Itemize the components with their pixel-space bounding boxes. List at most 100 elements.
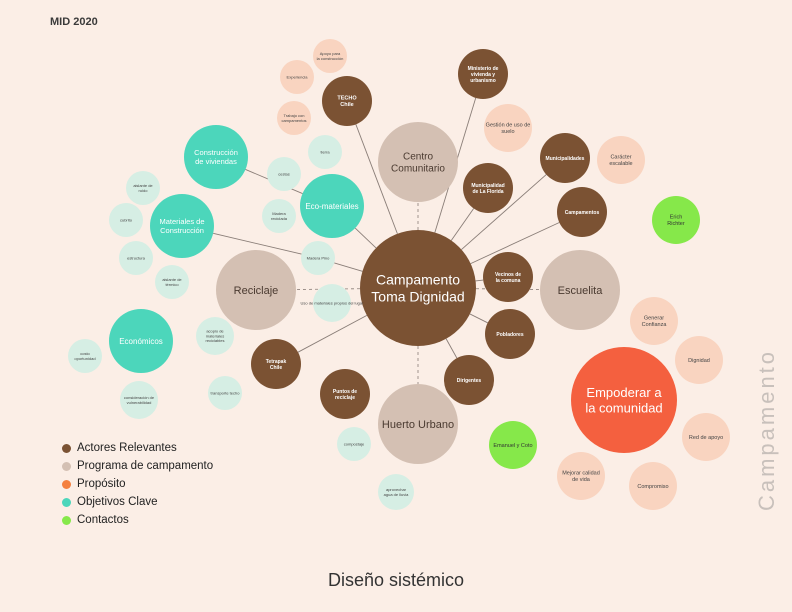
edge-central-to-vecinos [475,279,484,282]
legend-swatch [62,479,71,489]
node-experiencia: Experiencia [280,60,314,94]
node-label: Emanuel y Coto [493,443,532,449]
node-circle [262,199,296,233]
node-circle [155,265,189,299]
node-circle [337,427,371,461]
node-municipalidades: Municipalidades [540,133,590,183]
node-dirigentes: Dirigentes [444,355,494,405]
node-circle [485,309,535,359]
node-estructura: estructura [119,241,153,275]
node-label: Madera Pino [307,255,330,260]
node-label: Escuelita [558,285,604,297]
legend-item: Programa de campamento [62,457,213,475]
node-label: Económicos [119,337,163,346]
node-circle [119,241,153,275]
node-label: tierra [320,149,330,154]
edge-central-to-tetrapak [297,314,368,353]
node-label: Eco-materiales [305,202,358,211]
node-circle [322,76,372,126]
node-escuelita: Escuelita [540,250,620,330]
legend-label: Objetivos Clave [77,496,158,508]
node-label: Reciclaje [234,285,279,297]
node-madera-pino: Madera Pino [301,241,335,275]
node-circle [196,317,234,355]
edge-central-to-pobladores [469,313,488,324]
node-transporte: transporte techo [208,376,242,410]
edge-central-to-campamentos [470,222,560,265]
node-label: Huerto Urbano [382,419,454,431]
node-label: Dignidad [688,358,710,364]
node-emanuel: Emanuel y Coto [489,421,537,469]
legend-swatch [62,515,71,525]
node-circle [109,309,173,373]
node-label: transporte techo [211,390,241,395]
node-circle [184,125,248,189]
edge-materiales-construccion-to-madera-pino [213,232,302,255]
node-economicos: Económicos [109,309,173,373]
legend-swatch [62,461,71,471]
node-circle [300,174,364,238]
node-reciclaje: Reciclaje [216,250,296,330]
node-circle [540,250,620,330]
node-circle [571,347,677,453]
node-circle [540,133,590,183]
node-circle [597,136,645,184]
node-label: Red de apoyo [689,435,723,441]
node-circle [120,381,158,419]
node-circle [251,339,301,389]
edge-central-to-eco-materiales [354,227,377,249]
node-circle [126,171,160,205]
node-compostaje: compostaje [337,427,371,461]
node-label: cestas [278,171,290,176]
node-circle [150,194,214,258]
node-huerto-urbano: Huerto Urbano [378,384,458,464]
legend-label: Programa de campamento [77,460,214,472]
node-circle [301,241,335,275]
node-uso-materiales: Uso de materiales propios del lugar [301,284,364,322]
node-circle [458,49,508,99]
node-label: Dirigentes [457,378,482,384]
node-label: estructura [127,255,146,260]
node-circle [378,122,458,202]
edge-central-to-techo-chile [355,124,398,234]
node-circle [208,376,242,410]
legend-item: Objetivos Clave [62,493,213,511]
legend-swatch [62,497,71,507]
edge-central-to-dirigentes [445,338,458,359]
node-circle [463,163,513,213]
node-circle [320,369,370,419]
legend-swatch [62,443,71,453]
node-circle [483,252,533,302]
